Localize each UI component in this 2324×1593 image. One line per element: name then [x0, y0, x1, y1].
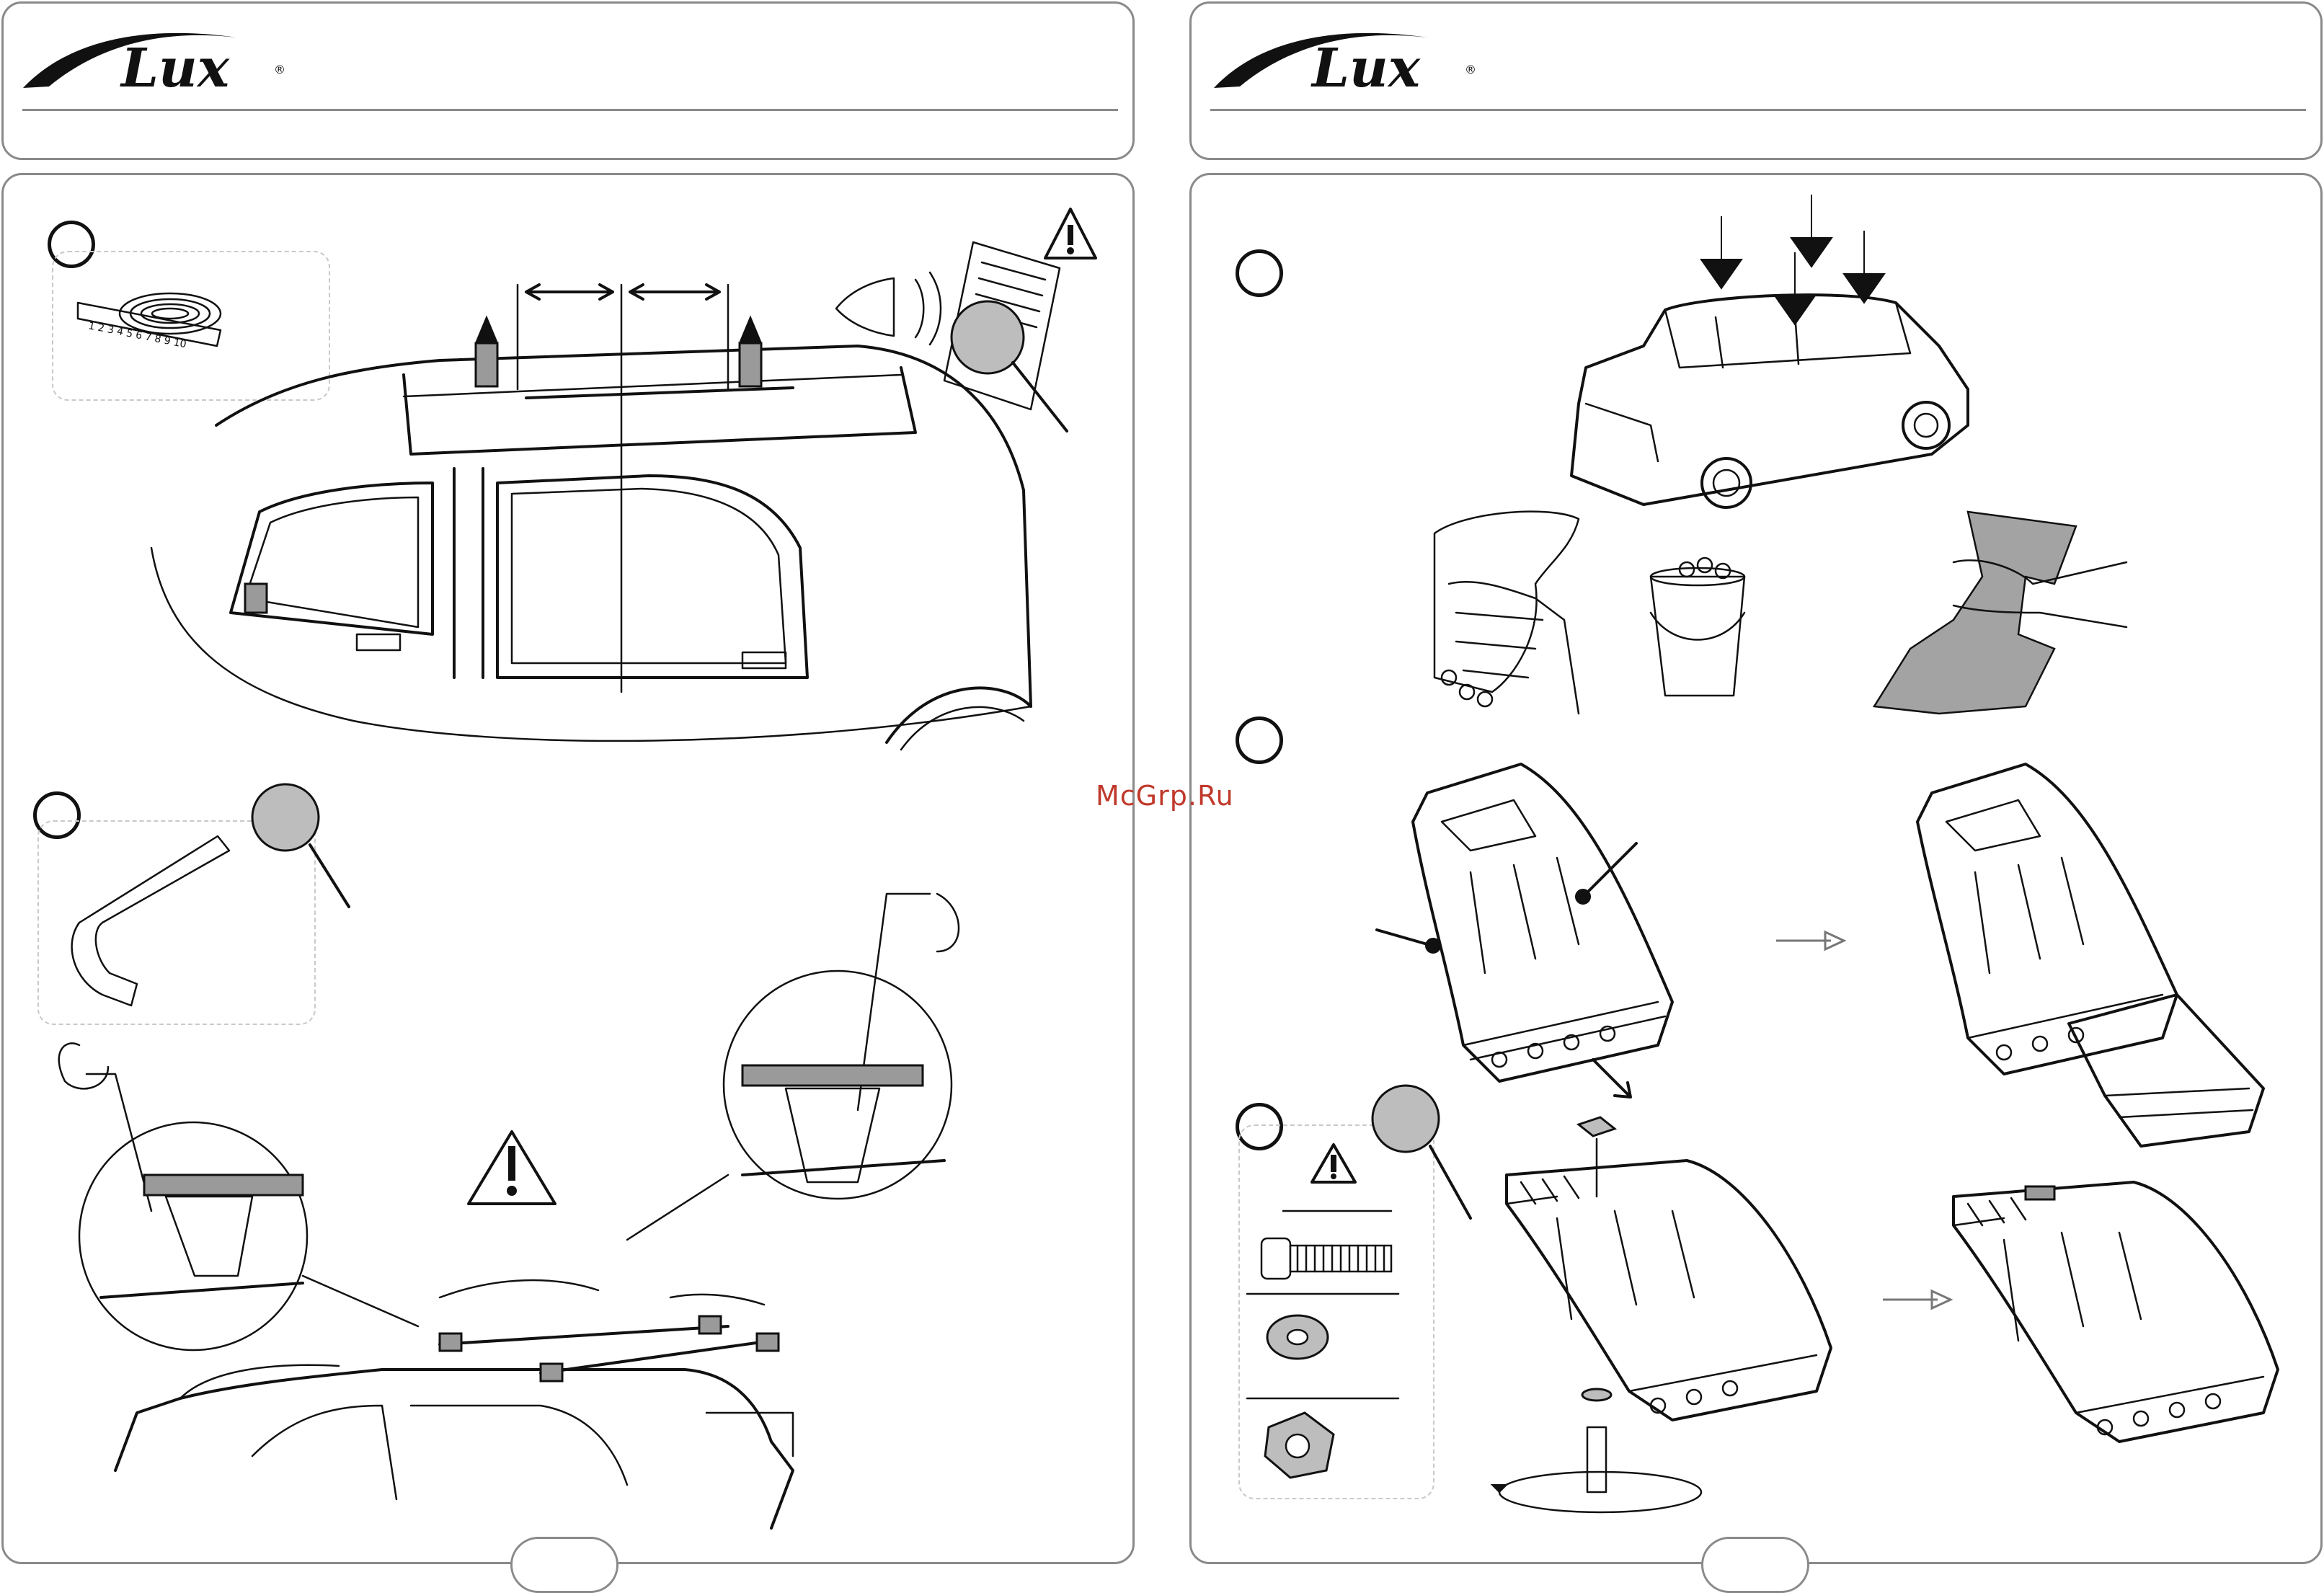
bolt-assembly-left: [1471, 1117, 1860, 1521]
down-arrow-icon: [1844, 231, 1884, 303]
rotate-arrow-icon: [937, 894, 959, 951]
bolt-assembly-right: [1946, 1168, 2292, 1485]
outline-arrow-icon: [1881, 1289, 1953, 1310]
down-arrow-icon: [1791, 195, 1832, 267]
right-logo-mark: ®: [1465, 63, 1476, 76]
down-arrow-icon: [1701, 216, 1742, 288]
outline-arrow-icon: [1775, 930, 1847, 951]
foot-disassembly-left: [1370, 757, 1701, 1103]
left-logo: Lux ®: [20, 16, 294, 95]
bolt-icon: [1261, 1238, 1290, 1279]
foot-disassembly-right: [1889, 750, 2292, 1153]
right-logo: Lux ®: [1211, 16, 1485, 95]
press-roof-car-diagram: [1557, 187, 1990, 519]
right-page-tab: [1701, 1537, 1809, 1593]
right-step-1-circle: [1236, 249, 1283, 297]
eye-icon: [836, 278, 894, 336]
left-page-tab: [510, 1537, 618, 1593]
right-step-2-circle: [1236, 716, 1283, 764]
left-logo-mark: ®: [274, 63, 285, 76]
right-header-rule: [1210, 109, 2306, 111]
watermark: McGrp.Ru: [1096, 780, 1234, 812]
rotate-arrow-icon: [59, 1043, 108, 1088]
read-instructions-diagram: [829, 193, 1132, 467]
bolt-parts-diagram: [1247, 1132, 1420, 1492]
right-logo-text: Lux: [1310, 37, 1421, 99]
roof-bars-install-diagram: [36, 836, 995, 1528]
left-logo-text: Lux: [120, 37, 230, 99]
cleaning-roof-diagram: [1406, 505, 2170, 735]
left-header-rule: [22, 109, 1118, 111]
